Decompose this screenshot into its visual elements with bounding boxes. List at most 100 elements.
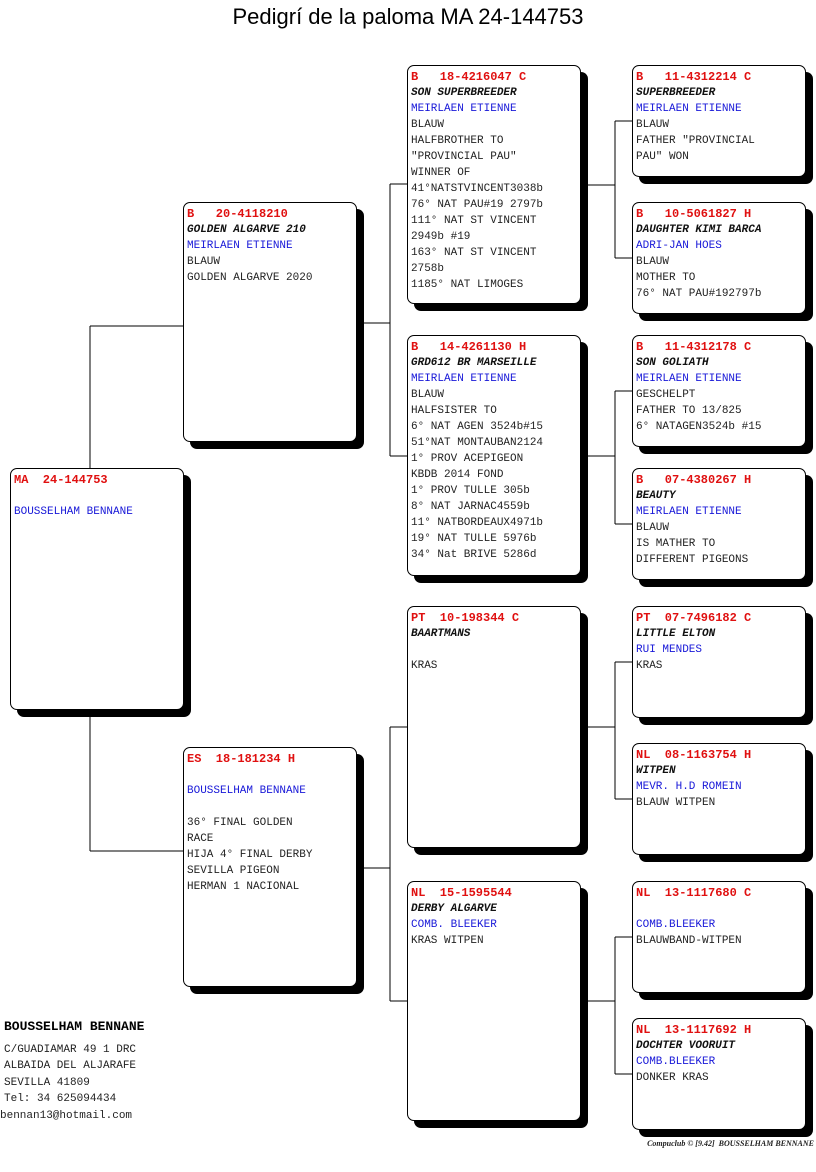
info-line: FATHER "PROVINCIAL: [636, 135, 755, 147]
ring-number: B 11-4312214 C: [636, 70, 752, 84]
ring-number: NL 13-1117680 C: [636, 886, 752, 900]
pigeon-name: DOCHTER VOORUIT: [636, 1040, 736, 1052]
info-line: 111° NAT ST VINCENT: [411, 215, 537, 227]
info-line: 8° NAT JARNAC4559b: [411, 501, 530, 513]
pigeon-card-dam[interactable]: ES 18-181234 H BOUSSELHAM BENNANE 36° FINA…: [183, 747, 357, 987]
ring-number: NL 13-1117692 H: [636, 1023, 752, 1037]
pigeon-card-sire-dam-sire[interactable]: B 11-4312178 C SON GOLIATH MEIRLAEN ETIENN…: [632, 335, 806, 447]
breeder-address-1: C/GUADIAMAR 49 1 DRC: [4, 1043, 137, 1056]
info-line: HALFBROTHER TO: [411, 135, 504, 147]
info-line: BLAUW: [411, 389, 445, 401]
breeder-email: bennan13@hotmail.com: [0, 1109, 133, 1122]
ring-number: B 11-4312178 C: [636, 340, 752, 354]
pigeon-card-dam-sire-dam[interactable]: NL 08-1163754 H WITPEN MEVR. H.D ROMEIN BLA…: [632, 743, 806, 855]
info-line: SEVILLA PIGEON: [187, 865, 280, 877]
info-line: 76° NAT PAU#19 2797b: [411, 199, 544, 211]
info-line: KRAS WITPEN: [411, 935, 484, 947]
owner-name: ADRI-JAN HOES: [636, 240, 722, 252]
pigeon-name: GOLDEN ALGARVE 210: [187, 224, 306, 236]
info-line: GESCHELPT: [636, 389, 696, 401]
owner-name: COMB.BLEEKER: [636, 919, 716, 931]
owner-name: MEIRLAEN ETIENNE: [411, 103, 517, 115]
info-line: MOTHER TO: [636, 272, 696, 284]
footer-credit: Compuclub © [9.42] BOUSSELHAM BENNANE: [647, 1139, 814, 1148]
pigeon-name: LITTLE ELTON: [636, 628, 716, 640]
pigeon-name: SON SUPERBREEDER: [411, 87, 517, 99]
ring-number: B 14-4261130 H: [411, 340, 527, 354]
pigeon-name: GRD612 BR MARSEILLE: [411, 357, 537, 369]
owner-name: BOUSSELHAM BENNANE: [14, 506, 133, 518]
info-line: KRAS: [411, 660, 438, 672]
info-line: BLAUW: [187, 256, 221, 268]
owner-name: MEIRLAEN ETIENNE: [411, 373, 517, 385]
owner-name: [411, 642, 577, 658]
info-line: 1185° NAT LIMOGES: [411, 279, 524, 291]
ring-number: NL 15-1595544: [411, 886, 512, 900]
info-line: DONKER KRAS: [636, 1072, 709, 1084]
info-line: 51°NAT MONTAUBAN2124: [411, 437, 544, 449]
info-line: 41°NATSTVINCENT3038b: [411, 183, 544, 195]
pigeon-name: SUPERBREEDER: [636, 87, 716, 99]
info-line: KRAS: [636, 660, 663, 672]
info-line: BLAUW: [411, 119, 445, 131]
info-line: BLAUWBAND-WITPEN: [636, 935, 742, 947]
info-line: HALFSISTER TO: [411, 405, 497, 417]
info-line: 36° FINAL GOLDEN: [187, 817, 293, 829]
info-line: HERMAN 1 NACIONAL: [187, 881, 300, 893]
info-line: PAU" WON: [636, 151, 689, 163]
info-line: 34° Nat BRIVE 5286d: [411, 549, 537, 561]
owner-name: MEIRLAEN ETIENNE: [187, 240, 293, 252]
pigeon-card-dam-sire[interactable]: PT 10-198344 C BAARTMANS KRAS: [407, 606, 581, 848]
owner-name: BOUSSELHAM BENNANE: [187, 785, 306, 797]
owner-name: MEVR. H.D ROMEIN: [636, 781, 742, 793]
info-line: BLAUW WITPEN: [636, 797, 716, 809]
info-line: 6° NAT AGEN 3524b#15: [411, 421, 544, 433]
owner-name: COMB. BLEEKER: [411, 919, 497, 931]
pigeon-card-sire-dam[interactable]: B 14-4261130 H GRD612 BR MARSEILLE MEIRLAE…: [407, 335, 581, 576]
info-line: 1° PROV ACEPIGEON: [411, 453, 524, 465]
info-line: [187, 799, 353, 815]
info-line: "PROVINCIAL PAU": [411, 151, 517, 163]
info-line: WINNER OF: [411, 167, 471, 179]
pigeon-name: SON GOLIATH: [636, 357, 709, 369]
page-title: Pedigrí de la paloma MA 24-144753: [232, 4, 584, 29]
owner-name: MEIRLAEN ETIENNE: [636, 373, 742, 385]
pigeon-name: WITPEN: [636, 765, 676, 777]
pigeon-card-sire-sire-dam[interactable]: B 10-5061827 H DAUGHTER KIMI BARCA ADRI-JA…: [632, 202, 806, 314]
ring-number: B 20-4118210: [187, 207, 288, 221]
info-line: 163° NAT ST VINCENT: [411, 247, 537, 259]
info-line: 2949b #19: [411, 231, 471, 243]
ring-number: B 07-4380267 H: [636, 473, 752, 487]
info-line: HIJA 4° FINAL DERBY: [187, 849, 313, 861]
info-line: KBDB 2014 FOND: [411, 469, 504, 481]
ring-number: MA 24-144753: [14, 473, 108, 487]
owner-name: MEIRLAEN ETIENNE: [636, 506, 742, 518]
breeder-address-3: SEVILLA 41809: [4, 1076, 90, 1089]
owner-name: RUI MENDES: [636, 644, 703, 656]
ring-number: NL 08-1163754 H: [636, 748, 752, 762]
info-line: BLAUW: [636, 119, 670, 131]
ring-number: PT 10-198344 C: [411, 611, 520, 625]
info-line: 11° NATBORDEAUX4971b: [411, 517, 544, 529]
pigeon-name: DAUGHTER KIMI BARCA: [636, 224, 762, 236]
pigeon-card-dam-dam-dam[interactable]: NL 13-1117692 H DOCHTER VOORUIT COMB.BLEEK…: [632, 1018, 806, 1130]
pigeon-name: BEAUTY: [636, 490, 676, 502]
info-line: GOLDEN ALGARVE 2020: [187, 272, 313, 284]
breeder-name: BOUSSELHAM BENNANE: [4, 1019, 145, 1034]
ring-number: B 10-5061827 H: [636, 207, 752, 221]
pigeon-name: BAARTMANS: [411, 628, 471, 640]
owner-name: COMB.BLEEKER: [636, 1056, 716, 1068]
info-line: 19° NAT TULLE 5976b: [411, 533, 537, 545]
info-line: DIFFERENT PIGEONS: [636, 554, 749, 566]
info-line: RACE: [187, 833, 214, 845]
ring-number: ES 18-181234 H: [187, 752, 296, 766]
pigeon-card-dam-dam-sire[interactable]: NL 13-1117680 C COMB.BLEEKER BLAUWBAND-WIT…: [632, 881, 806, 993]
